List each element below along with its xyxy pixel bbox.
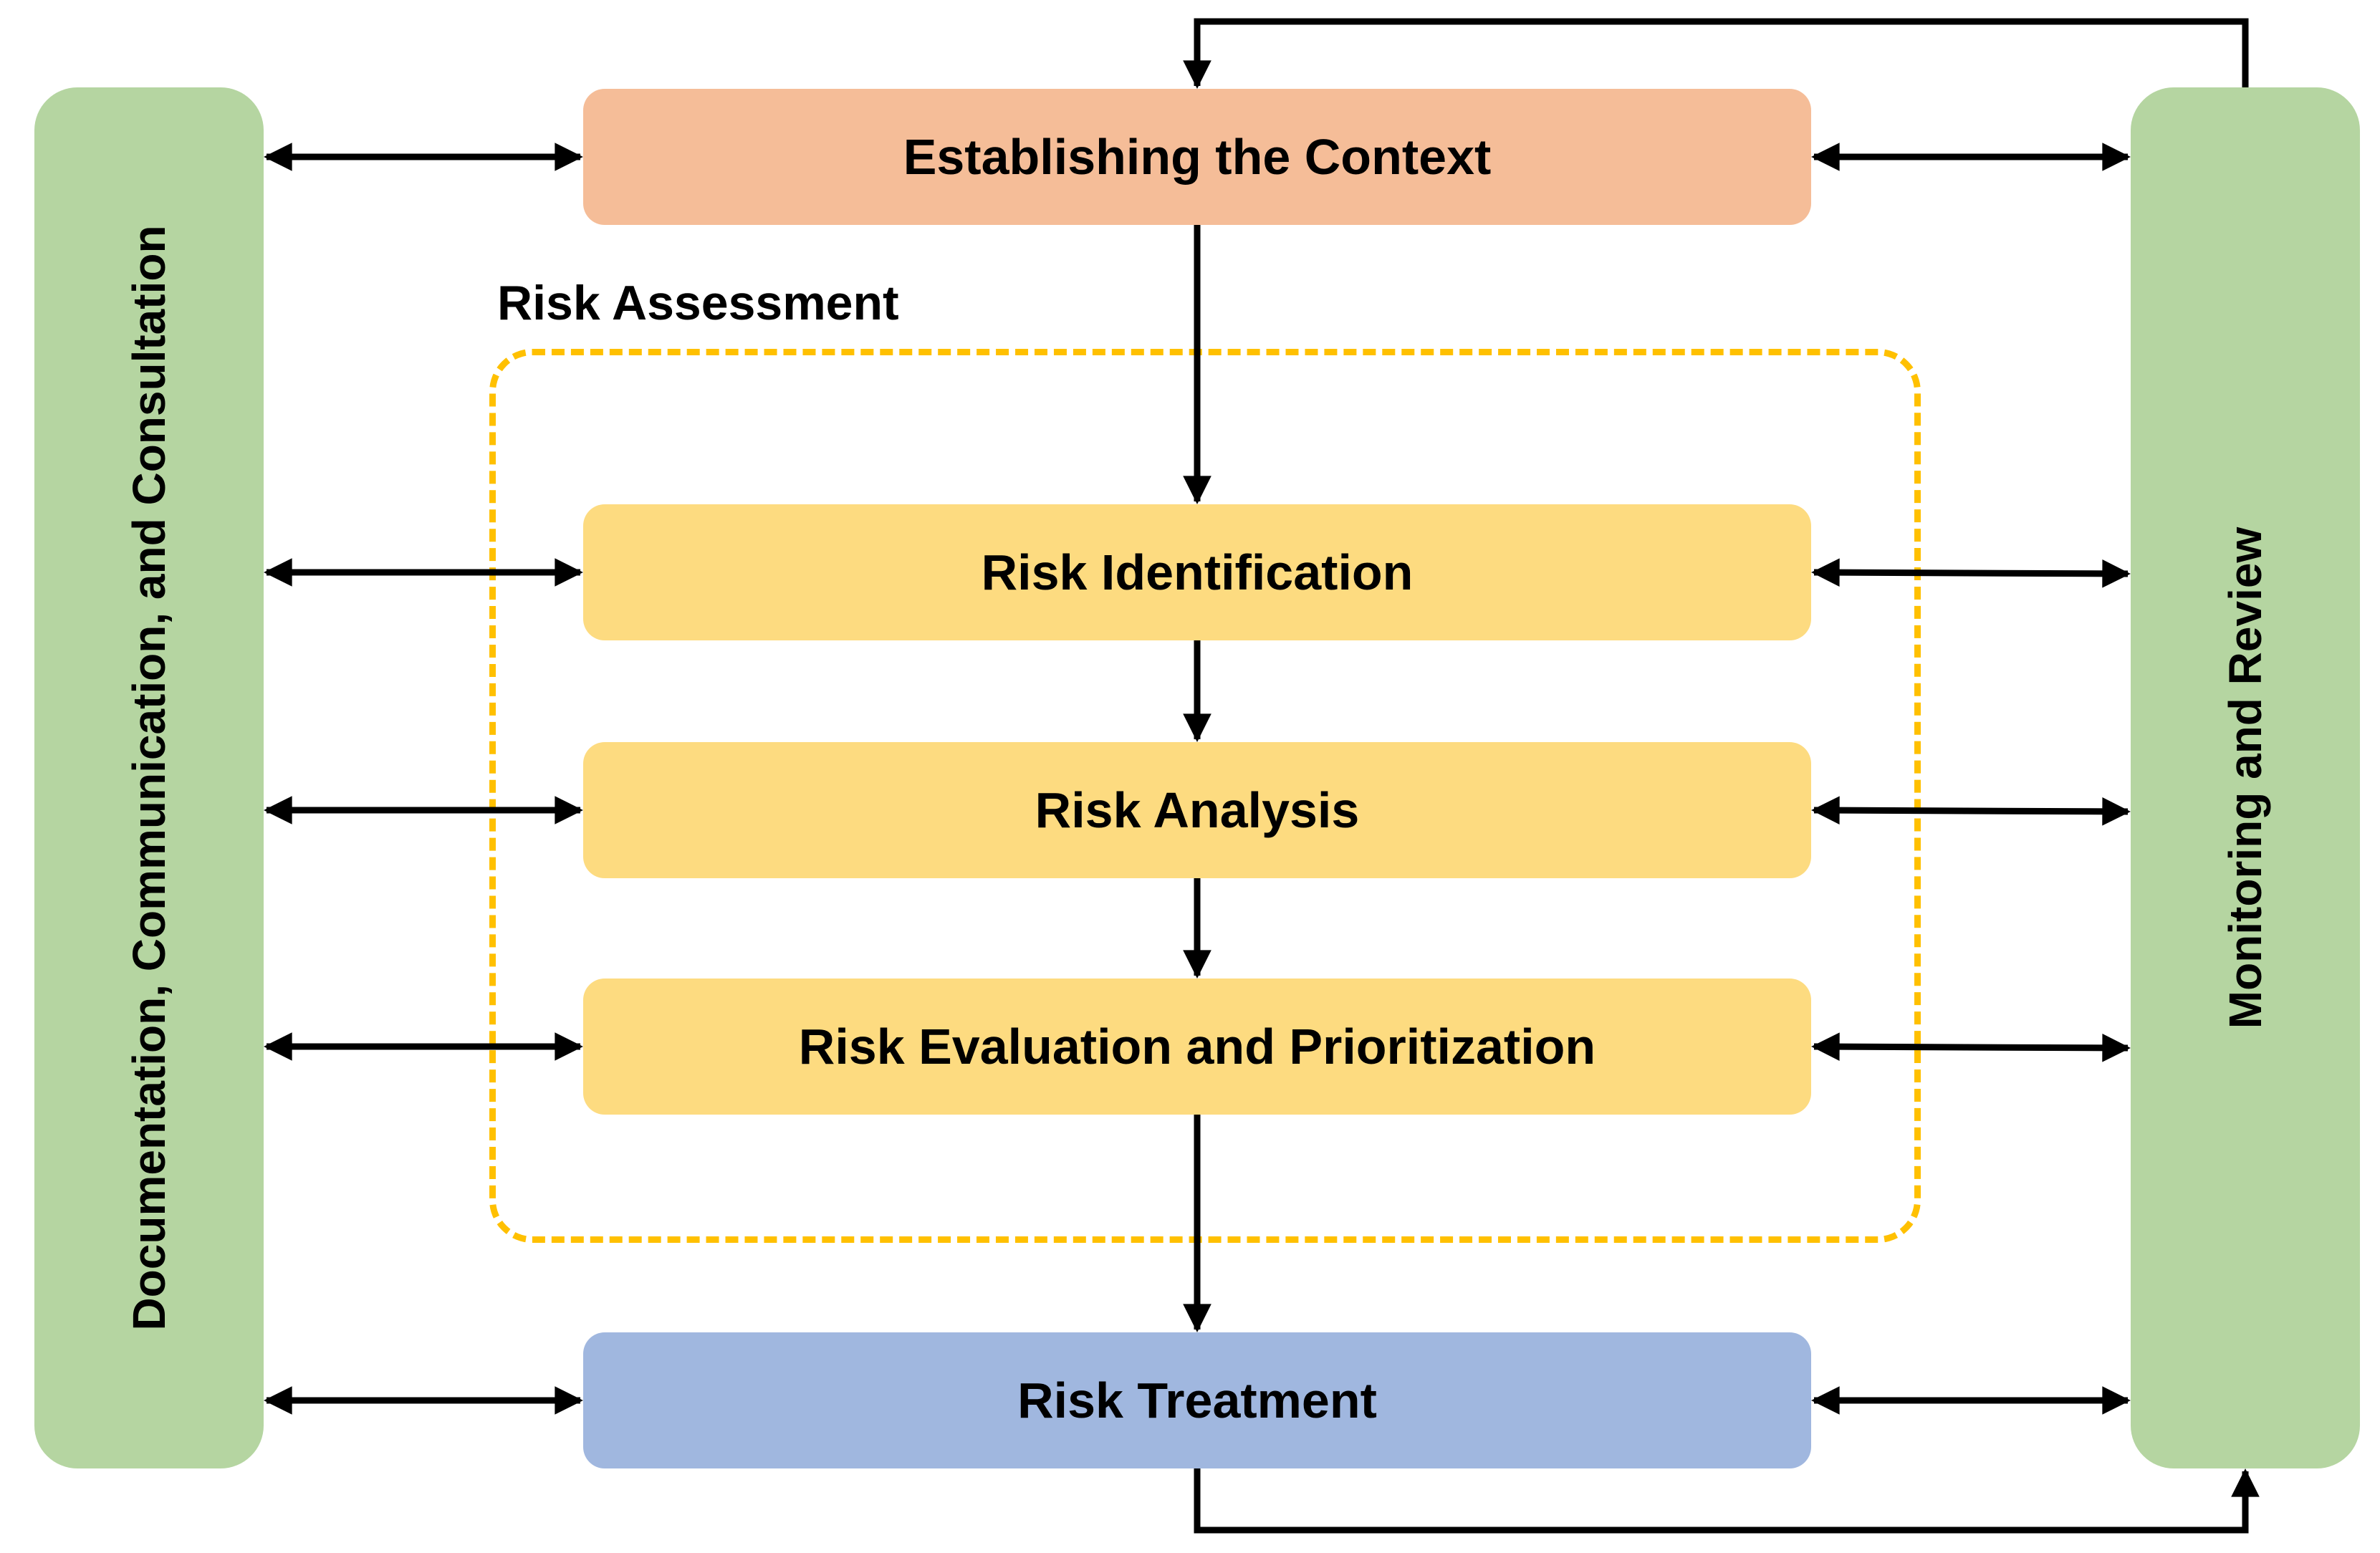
monitoring-review-panel-label: Monitoring and Review — [2220, 527, 2271, 1029]
step-risk-identification: Risk Identification — [583, 504, 1811, 640]
step-establishing-context-label: Establishing the Context — [903, 129, 1492, 185]
step-risk-analysis-label: Risk Analysis — [1035, 782, 1360, 838]
step-risk-evaluation: Risk Evaluation and Prioritization — [583, 979, 1811, 1115]
arrow-treatment-to-monitoring-loop — [1194, 1468, 2260, 1534]
step-risk-identification-label: Risk Identification — [981, 544, 1414, 600]
step-risk-evaluation-label: Risk Evaluation and Prioritization — [798, 1019, 1596, 1074]
step-establishing-context: Establishing the Context — [583, 89, 1811, 225]
risk-assessment-label: Risk Assessment — [497, 276, 899, 330]
documentation-panel-label: Documentation, Communication, and Consul… — [123, 225, 175, 1331]
arrow-monitoring-to-context-loop — [1183, 18, 2249, 89]
step-risk-treatment-label: Risk Treatment — [1017, 1372, 1377, 1428]
risk-assessment-group — [489, 349, 1921, 1243]
monitoring-review-panel: Monitoring and Review — [2131, 87, 2360, 1468]
documentation-panel: Documentation, Communication, and Consul… — [34, 87, 264, 1468]
step-risk-treatment: Risk Treatment — [583, 1332, 1811, 1468]
step-risk-analysis: Risk Analysis — [583, 742, 1811, 878]
